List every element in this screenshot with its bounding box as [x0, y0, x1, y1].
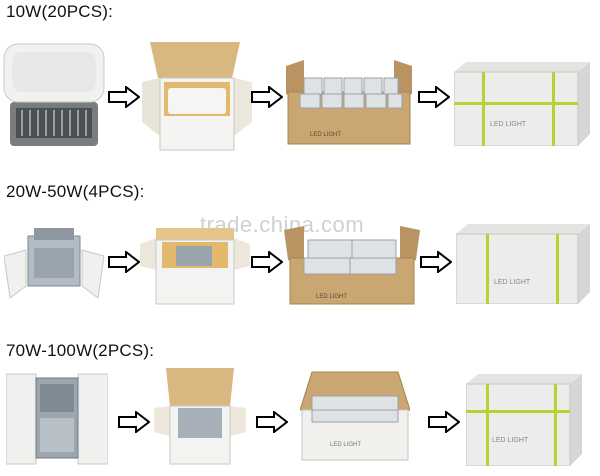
- row-title-10w: 10W(20PCS):: [6, 2, 114, 21]
- right-arrow-icon: [251, 251, 283, 273]
- carton-open-many-boxes-image: LED LIGHT: [286, 60, 412, 145]
- carton-print: LED LIGHT: [316, 294, 347, 300]
- right-arrow-icon: [428, 411, 460, 433]
- carton-print: LED LIGHT: [330, 442, 361, 448]
- right-arrow-icon: [256, 411, 288, 433]
- right-arrow-icon: [418, 86, 450, 108]
- row-title-20w-50w: 20W-50W(4PCS):: [6, 182, 145, 201]
- right-arrow-icon: [108, 251, 140, 273]
- carton-open-four-boxes-image: LED LIGHT: [284, 226, 420, 305]
- right-arrow-icon: [108, 86, 140, 108]
- carton-print: LED LIGHT: [310, 132, 341, 138]
- lamp-in-foam-image: [3, 43, 105, 146]
- carton-open-two-boxes-image: LED LIGHT: [300, 371, 410, 461]
- right-arrow-icon: [251, 86, 283, 108]
- inner-box-with-lamp-image: [140, 228, 250, 305]
- right-arrow-icon: [420, 251, 452, 273]
- sealed-carton-image: LED LIGHT: [466, 374, 582, 466]
- carton-print: LED LIGHT: [492, 437, 529, 444]
- large-lamp-with-foam-image: [6, 373, 108, 465]
- sealed-carton-image: LED LIGHT: [456, 224, 590, 304]
- inner-box-tall-image: [154, 368, 246, 465]
- carton-print: LED LIGHT: [494, 279, 531, 286]
- sealed-carton-image: LED LIGHT: [454, 62, 590, 146]
- carton-print: LED LIGHT: [490, 121, 527, 128]
- row-title-70w-100w: 70W-100W(2PCS):: [6, 341, 155, 360]
- right-arrow-icon: [118, 411, 150, 433]
- inner-box-open-image: [142, 42, 252, 151]
- lamp-with-foam-corners-image: [4, 228, 104, 299]
